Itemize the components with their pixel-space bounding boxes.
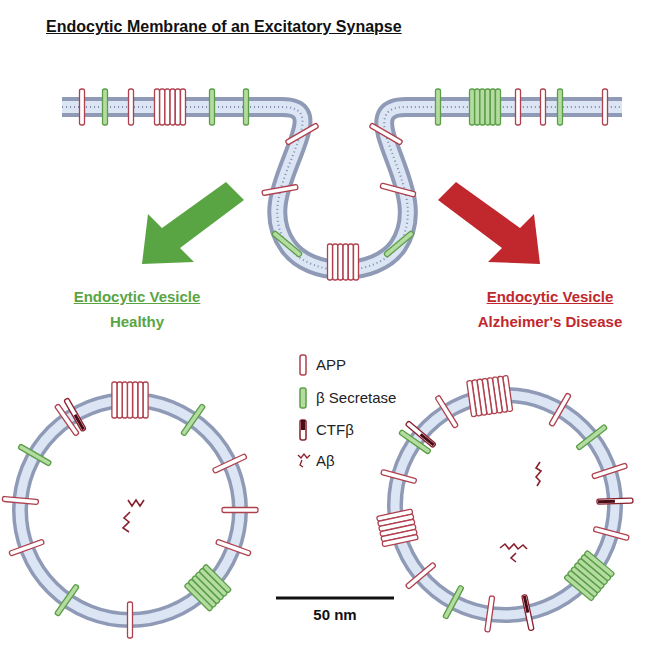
app-protein [592, 463, 628, 479]
app-protein [435, 395, 458, 428]
app-protein [212, 454, 247, 474]
secretase-protein [55, 584, 80, 616]
legend-text: β Secretase [316, 389, 396, 406]
app-protein [516, 89, 521, 125]
vesicle-heading: Endocytic Vesicle [74, 288, 201, 305]
legend-samples [298, 355, 310, 467]
vesicle-heading: Endocytic Vesicle [487, 288, 614, 305]
figure-title: Endocytic Membrane of an Excitatory Syna… [46, 18, 402, 36]
secretase-protein [272, 231, 303, 258]
ctf-protein [522, 594, 534, 630]
secretase-protein [184, 564, 231, 611]
condition-label: Alzheimer's Disease [478, 313, 622, 330]
app-protein [541, 89, 546, 125]
app-protein [155, 89, 186, 125]
secretase-protein [558, 89, 563, 125]
app-protein [222, 508, 258, 513]
vesicle-healthy [20, 400, 240, 620]
app-protein [2, 496, 38, 504]
app-protein [328, 244, 359, 280]
vesicle-alzheimers [395, 395, 615, 615]
app-protein [112, 382, 148, 418]
proteins [2, 89, 633, 638]
secretase-protein [210, 89, 215, 125]
app-protein [216, 539, 252, 556]
legend-text: Aβ [316, 452, 335, 469]
secretase-protein [181, 404, 206, 436]
red-arrow [438, 182, 540, 264]
secretase-protein [384, 231, 415, 258]
app-protein [129, 89, 134, 125]
app-protein [485, 596, 495, 632]
app-protein [55, 404, 80, 436]
app-protein [405, 562, 436, 589]
app-protein [80, 89, 85, 125]
secretase-protein [443, 585, 464, 619]
app-protein [549, 393, 571, 427]
app-protein [369, 123, 403, 145]
secretase-protein [244, 89, 249, 125]
secretase-protein [103, 89, 108, 125]
amyloid-beta [123, 462, 541, 562]
scale-label: 50 nm [313, 606, 356, 623]
app-protein [262, 184, 298, 195]
legend-text: APP [316, 356, 346, 373]
secretase-protein [18, 444, 52, 466]
app-protein [380, 183, 416, 197]
ctf-protein [597, 498, 633, 504]
secretase-protein [436, 89, 441, 125]
app-protein [377, 509, 419, 547]
app-protein [128, 602, 133, 638]
scale-bar [276, 597, 394, 600]
app-protein [593, 526, 629, 540]
legend-text: CTFβ [316, 421, 354, 438]
app-protein [285, 123, 319, 145]
app-protein [9, 539, 45, 556]
app-protein [381, 469, 417, 483]
condition-label: Healthy [110, 313, 164, 330]
secretase-protein [576, 424, 607, 450]
secretase-protein [399, 430, 431, 455]
green-arrow [142, 182, 244, 264]
secretase-protein [564, 550, 615, 601]
app-protein [467, 375, 513, 416]
app-protein [603, 89, 608, 125]
secretase-protein [470, 89, 501, 125]
